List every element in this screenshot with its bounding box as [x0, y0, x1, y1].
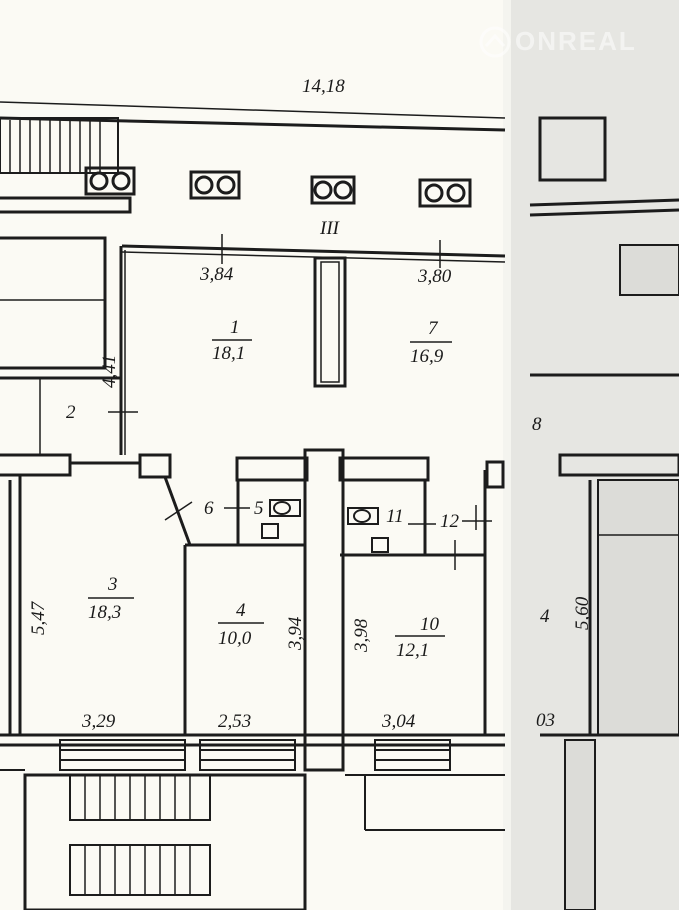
dim-room4-height: 3,94	[285, 616, 306, 651]
left-block	[0, 196, 132, 455]
room-10-number: 10	[420, 614, 440, 635]
room-5-label: 5	[254, 498, 264, 519]
room-8-label: 8	[532, 414, 542, 435]
room-1-number: 1	[230, 317, 240, 338]
room-4-number: 4	[236, 600, 246, 621]
dim-room7-width: 3,80	[417, 266, 452, 287]
right-sheet-plan	[529, 116, 679, 910]
room-7-area: 16,9	[410, 346, 444, 367]
room-12-label: 12	[440, 511, 460, 532]
right-room-label: 4	[540, 606, 550, 627]
window-icons	[84, 166, 472, 208]
dim-total-width: 14,18	[302, 76, 345, 97]
stairs-top-left	[9, 120, 101, 172]
stair-steps	[84, 775, 191, 895]
room-3-number: 3	[107, 574, 118, 595]
dim-room1-height: 4,41	[99, 355, 120, 388]
stairs-bottom	[0, 739, 505, 910]
watermark-house-icon	[479, 26, 511, 58]
room-walls-upper	[108, 234, 506, 455]
room-2-label: 2	[66, 402, 76, 423]
dim-right-width: 03	[536, 710, 555, 731]
room-10-area: 12,1	[396, 640, 429, 661]
outer-wall-top	[0, 101, 506, 174]
corridor-label: III	[319, 218, 341, 239]
room-7-number: 7	[428, 318, 439, 339]
toilet-icons	[261, 499, 389, 553]
dim-room3-height: 5,47	[28, 600, 49, 635]
room-11-label: 11	[386, 506, 404, 527]
room-1-area: 18,1	[212, 343, 245, 364]
dim-room10-width: 3,04	[381, 711, 416, 732]
dim-room3-width: 3,29	[81, 711, 116, 732]
room-6-label: 6	[204, 498, 214, 519]
dim-room10-height: 3,98	[351, 618, 372, 653]
dim-room1-width: 3,84	[199, 264, 234, 285]
dim-room4-width: 2,53	[218, 711, 251, 732]
middle-wall	[0, 448, 505, 772]
sheet-gap	[503, 0, 511, 910]
room-3-area: 18,3	[88, 602, 121, 623]
room-4-area: 10,0	[218, 628, 252, 649]
watermark: ONREAL	[515, 26, 637, 56]
room-walls-lower	[0, 475, 505, 747]
dim-right-height: 5,60	[572, 596, 593, 630]
